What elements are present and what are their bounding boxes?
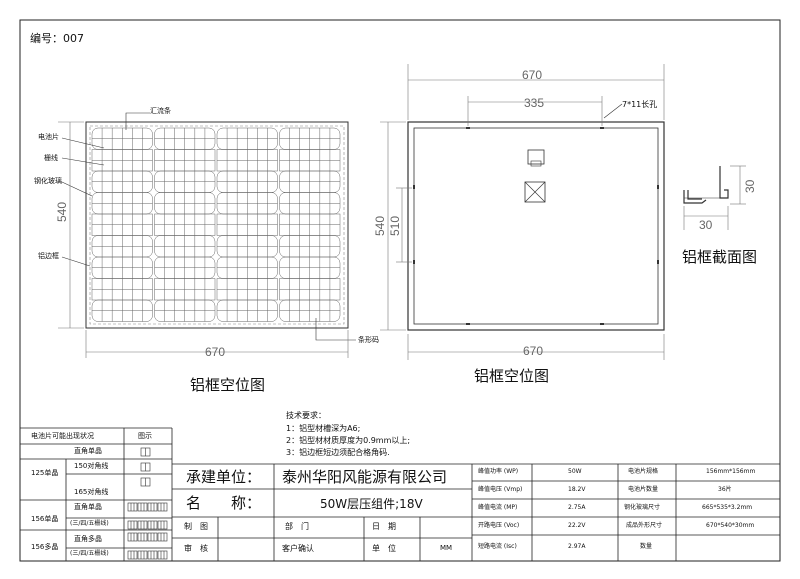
label-frame: 铝边框: [38, 252, 59, 260]
spec-key: 开路电压 (Voc): [478, 522, 520, 529]
group-name: 125单晶: [31, 469, 59, 477]
group-row: 150对角线: [74, 462, 109, 470]
unit-value: 泰州华阳风能源有限公司: [282, 468, 448, 486]
cell-icon: [147, 550, 158, 560]
frame-view: [407, 121, 665, 331]
left-dimensions: [58, 121, 349, 358]
cell-icon: [137, 520, 148, 530]
module-view: [85, 121, 349, 329]
cell-icon: [137, 550, 148, 560]
unit-label: 承建单位：: [186, 468, 262, 486]
unit-of-measure-label: 单 位: [372, 544, 396, 553]
right-width-dimension-bottom: 670: [523, 344, 544, 358]
frame-section: [683, 166, 729, 204]
section-dimensions: [683, 165, 746, 230]
right-dimensions: [380, 64, 665, 360]
left-width-dimension: 670: [205, 345, 226, 359]
group-row: 直角单晶: [74, 503, 102, 511]
spec-key: 数量: [640, 543, 653, 550]
tech-item: 3：铝边框短边须配合格角码.: [286, 448, 390, 457]
name-label: 名 称：: [186, 494, 262, 512]
right-half-dimension: 335: [524, 96, 545, 110]
group-row: (三/四/五栅线): [70, 520, 109, 527]
spec-key: 电池片规格: [628, 468, 659, 475]
left-caption: 铝框空位图: [190, 376, 266, 394]
group-row: 直角多晶: [74, 535, 102, 543]
group-name: 156多晶: [31, 543, 59, 551]
spec-value: 18.2V: [568, 486, 586, 493]
spec-value: 36片: [718, 486, 732, 493]
check-label: 审 核: [184, 544, 208, 553]
spec-value: 2.97A: [568, 543, 586, 550]
section-height-dimension: 30: [743, 179, 757, 193]
spec-key: 成品外形尺寸: [626, 522, 663, 529]
right-height-inner: 510: [388, 215, 402, 236]
spec-key: 峰值电压 (Vmp): [478, 486, 523, 493]
table-header-status: 电池片可能出现状况: [31, 432, 94, 440]
leader-lines: [61, 112, 356, 341]
group-name: 156单晶: [31, 515, 59, 523]
tech-item: 1：铝型材槽深为A6;: [286, 424, 361, 433]
group-row: 直角单晶: [74, 447, 102, 455]
section-caption: 铝框截面图: [682, 248, 758, 266]
hole-label: 7*11长孔: [622, 100, 658, 109]
cell-icon: [157, 502, 168, 512]
cell-icon: [147, 532, 158, 542]
customer-label: 客户确认: [282, 544, 314, 553]
spec-value: 50W: [568, 468, 582, 475]
cell-icon: [157, 532, 168, 542]
label-busbar: 汇流条: [150, 107, 171, 115]
spec-key: 峰值电流 (MP): [478, 504, 518, 511]
right-caption: 铝框空位图: [474, 367, 550, 385]
cell-icon: [157, 550, 168, 560]
drawing-code: 编号：007: [30, 32, 84, 45]
group-row: (三/四/五栅线): [70, 550, 109, 557]
cell-icon: [127, 520, 138, 530]
title-block-lines: [20, 427, 780, 561]
cell-icon: [127, 550, 138, 560]
spec-value: 156mm*156mm: [706, 468, 756, 475]
label-glass: 钢化玻璃: [34, 177, 62, 185]
label-grid-line: 栅线: [44, 154, 58, 162]
spec-key: 短路电流 (Isc): [478, 543, 517, 550]
tech-title: 技术要求：: [286, 411, 326, 420]
spec-key: 峰值功率 (WP): [478, 468, 519, 475]
draw-label: 制 图: [184, 522, 208, 531]
spec-value: 22.2V: [568, 522, 586, 529]
cell-diagram-icons: [127, 447, 168, 560]
spec-value: 2.75A: [568, 504, 586, 511]
right-width-dimension-top: 670: [522, 68, 543, 82]
table-header-figure: 图示: [138, 432, 152, 440]
date-label: 日 期: [372, 522, 396, 531]
spec-value: 670*540*30mm: [706, 522, 755, 529]
spec-value: 665*535*3.2mm: [702, 504, 753, 511]
right-height-outer: 540: [373, 215, 387, 236]
cell-icon: [137, 502, 148, 512]
name-value: 50W层压组件;18V: [320, 497, 423, 511]
cell-icon: [127, 502, 138, 512]
label-cell: 电池片: [38, 133, 59, 141]
cell-icon: [157, 520, 168, 530]
spec-key: 钢化玻璃尺寸: [624, 504, 661, 511]
cell-icon: [137, 532, 148, 542]
cell-icon: [147, 520, 158, 530]
section-width-dimension: 30: [699, 218, 713, 232]
tech-item: 2：铝型材材质厚度为0.9mm以上;: [286, 436, 411, 445]
label-nameplate: 条形码: [358, 336, 379, 344]
left-height-dimension: 540: [55, 201, 69, 222]
group-row: 165对角线: [74, 488, 109, 496]
page-border: [19, 19, 781, 562]
cell-icon: [127, 532, 138, 542]
dept-label: 部 门: [285, 522, 309, 531]
unit-of-measure-value: MM: [440, 544, 453, 552]
spec-key: 电池片数量: [628, 486, 659, 493]
cell-icon: [147, 502, 158, 512]
